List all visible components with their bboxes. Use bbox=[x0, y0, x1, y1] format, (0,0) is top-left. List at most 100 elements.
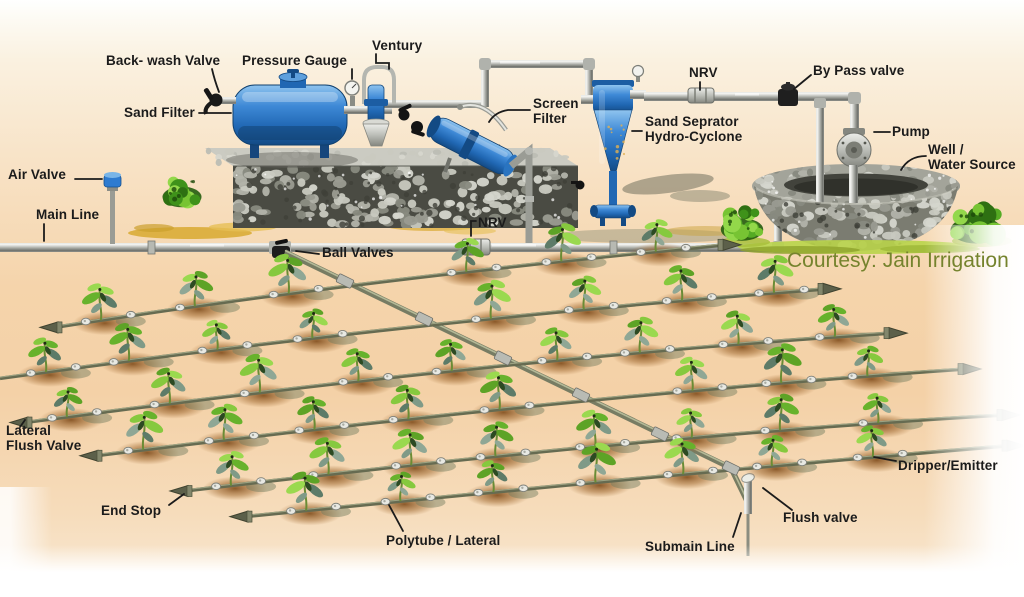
plant bbox=[435, 339, 466, 372]
flush-valve-riser bbox=[744, 480, 752, 514]
submain-coupling bbox=[721, 460, 741, 476]
plant bbox=[624, 316, 659, 353]
plant bbox=[473, 279, 511, 319]
end-plug bbox=[168, 484, 189, 498]
plant bbox=[675, 356, 708, 391]
polytube-lateral-line bbox=[24, 331, 893, 425]
label-screen-filter: Screen Filter bbox=[533, 96, 579, 127]
plant bbox=[758, 435, 788, 467]
plant bbox=[676, 408, 705, 438]
label-sand-filter: Sand Filter bbox=[124, 105, 195, 120]
bypass-pump bbox=[778, 82, 872, 208]
plant bbox=[540, 327, 572, 361]
plant bbox=[28, 337, 61, 373]
plant bbox=[297, 396, 329, 430]
label-lateral-flush-valve: Lateral Flush Valve bbox=[6, 423, 82, 454]
plant bbox=[309, 437, 345, 475]
label-polytube-lateral: Polytube / Lateral bbox=[386, 533, 501, 548]
plant bbox=[476, 460, 508, 493]
end-plug bbox=[822, 282, 843, 296]
submain-coupling bbox=[571, 387, 591, 403]
label-bypass-valve: By Pass valve bbox=[813, 63, 905, 78]
label-submain-line: Submain Line bbox=[645, 539, 735, 554]
plant bbox=[82, 283, 117, 321]
end-plug bbox=[228, 510, 249, 523]
plant bbox=[854, 345, 884, 377]
plant bbox=[480, 371, 517, 410]
lateral-couplings bbox=[335, 273, 741, 476]
plant bbox=[179, 270, 214, 307]
plant bbox=[544, 223, 581, 262]
plant bbox=[763, 343, 802, 384]
sand-filter-tank bbox=[226, 69, 358, 168]
backwash-valve bbox=[203, 88, 236, 115]
plant bbox=[862, 393, 892, 424]
plant bbox=[451, 237, 484, 273]
courtesy-credit: Courtesy: Jain Irrigation bbox=[787, 249, 1009, 272]
plant bbox=[757, 255, 794, 294]
plant bbox=[817, 304, 850, 338]
label-back-wash-valve: Back- wash Valve bbox=[106, 53, 221, 68]
hydro-cyclone bbox=[571, 64, 646, 226]
plant bbox=[268, 253, 307, 294]
label-dripper-emitter: Dripper/Emitter bbox=[898, 458, 998, 473]
label-ventury: Ventury bbox=[372, 38, 423, 53]
submain-coupling bbox=[650, 426, 670, 442]
end-plug bbox=[888, 326, 909, 340]
label-ball-valves: Ball Valves bbox=[322, 245, 394, 260]
label-nrv-mid: NRV bbox=[478, 215, 507, 230]
plant bbox=[663, 265, 698, 301]
label-nrv-top: NRV bbox=[689, 65, 718, 80]
polytube-lateral-line bbox=[54, 243, 727, 330]
plant bbox=[109, 323, 146, 362]
label-sand-separator: Sand Seprator Hydro-Cyclone bbox=[645, 114, 743, 145]
pump-body bbox=[836, 128, 872, 203]
submain-coupling bbox=[414, 311, 434, 327]
label-end-stop: End Stop bbox=[101, 503, 162, 518]
plant bbox=[126, 410, 164, 450]
bush bbox=[162, 176, 202, 209]
plant bbox=[664, 437, 699, 475]
plant bbox=[392, 428, 427, 466]
label-well-water-source: Well / Water Source bbox=[928, 142, 1016, 173]
air-valve bbox=[103, 172, 122, 244]
plant bbox=[216, 450, 249, 486]
plant bbox=[576, 409, 612, 447]
plant bbox=[239, 353, 277, 393]
drip-field bbox=[0, 219, 1024, 526]
plant bbox=[299, 308, 328, 339]
plant bbox=[569, 275, 602, 310]
plant bbox=[721, 310, 753, 345]
plant bbox=[202, 319, 231, 350]
plant bbox=[208, 403, 243, 441]
end-plug bbox=[962, 362, 983, 376]
plant bbox=[286, 471, 324, 511]
plant bbox=[764, 393, 799, 431]
label-main-line: Main Line bbox=[36, 207, 100, 222]
plant bbox=[151, 367, 186, 404]
plant bbox=[53, 386, 83, 418]
end-plug bbox=[1006, 439, 1024, 452]
plant bbox=[578, 442, 616, 483]
plant bbox=[480, 421, 514, 457]
label-pump: Pump bbox=[892, 124, 930, 139]
nrv-coupling-top bbox=[687, 87, 715, 104]
bypass-return-pipe bbox=[816, 102, 824, 208]
end-plug bbox=[78, 449, 99, 462]
end-plug bbox=[1001, 408, 1022, 422]
plant bbox=[387, 471, 416, 502]
delivery-pipe bbox=[644, 87, 854, 104]
label-flush-valve: Flush valve bbox=[783, 510, 858, 525]
end-plug bbox=[38, 321, 59, 334]
plant bbox=[641, 219, 673, 252]
plants bbox=[28, 219, 892, 511]
feed-pipe bbox=[479, 58, 597, 107]
plant bbox=[341, 348, 373, 382]
concrete-platform bbox=[205, 147, 578, 228]
bypass-valve-body bbox=[778, 89, 798, 106]
submain-coupling bbox=[335, 273, 355, 289]
label-air-valve: Air Valve bbox=[8, 167, 66, 182]
screen-filter bbox=[426, 102, 534, 244]
